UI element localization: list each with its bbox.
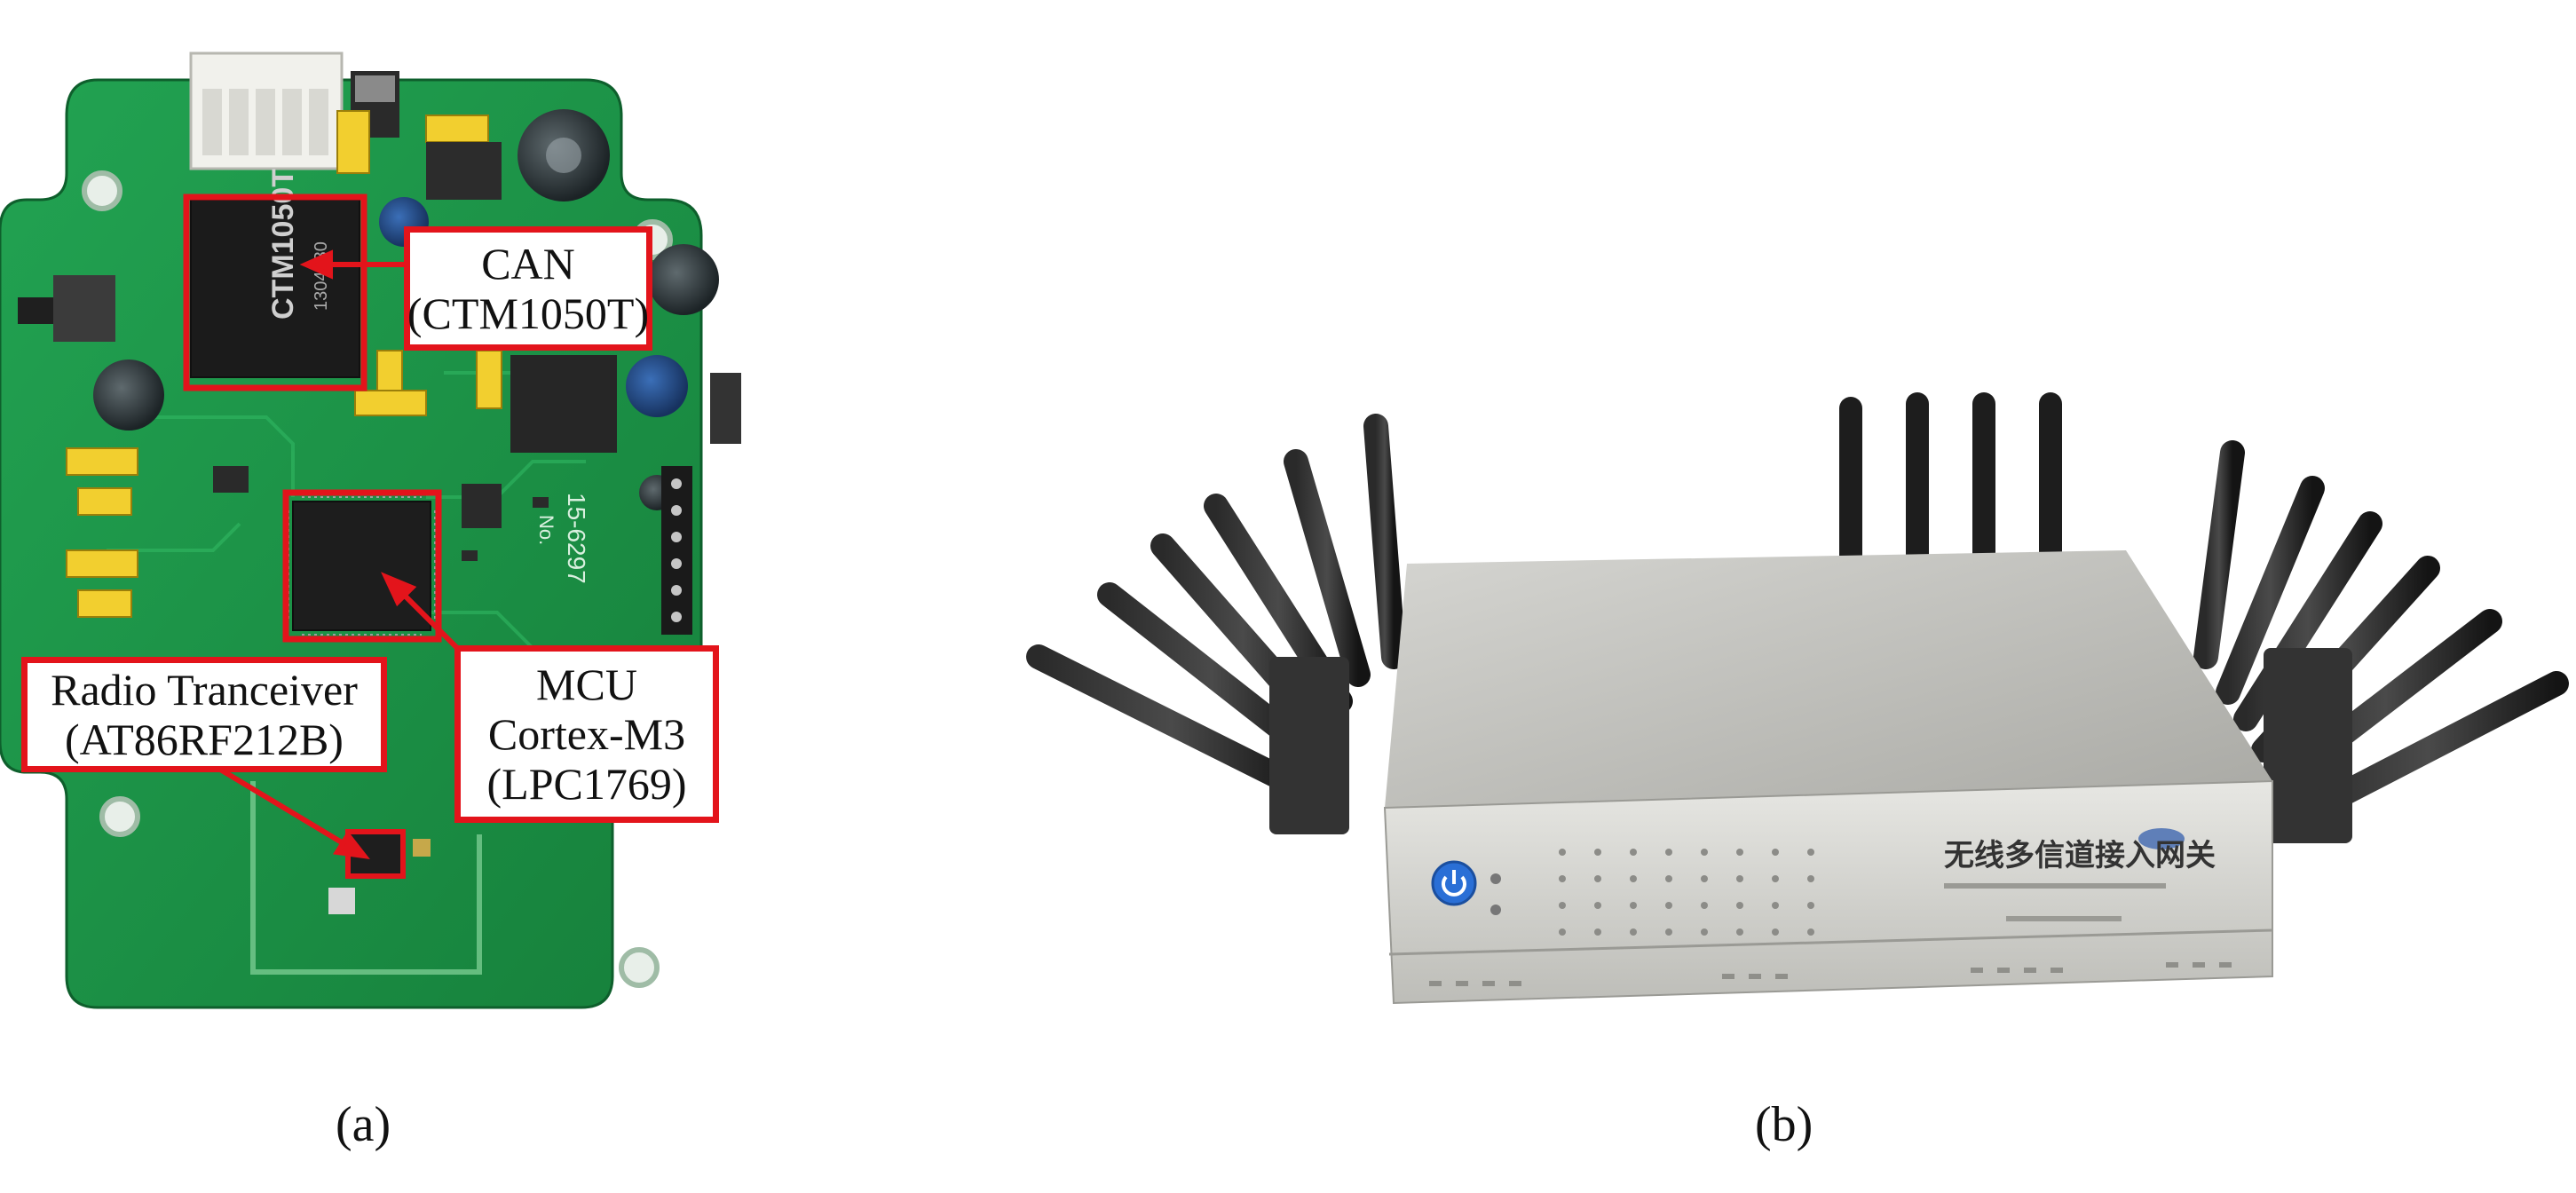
svg-text:No.: No. bbox=[535, 515, 557, 545]
can-callout-line: (CTM1050T) bbox=[407, 288, 650, 338]
can-chip bbox=[190, 199, 360, 378]
inductor bbox=[510, 355, 617, 453]
mcu-chip bbox=[292, 501, 431, 631]
pcb-photo: CTM1050T 1304030 15-6297 No. bbox=[0, 51, 741, 1009]
silkscreen-number: 15-6297 bbox=[563, 493, 590, 584]
mcu-callout-line: MCU bbox=[536, 660, 637, 709]
led-grid bbox=[1559, 849, 1814, 936]
inductor bbox=[426, 142, 502, 200]
radio-callout-line: (AT86RF212B) bbox=[65, 715, 344, 764]
caption-b: (b) bbox=[1755, 1097, 1813, 1152]
antenna-trace bbox=[250, 781, 482, 975]
capacitor bbox=[626, 355, 688, 417]
tantalum-caps bbox=[66, 110, 502, 618]
can-callout: CAN (CTM1050T) bbox=[404, 226, 652, 351]
mcu-callout-line: Cortex-M3 bbox=[487, 709, 686, 759]
capacitor bbox=[93, 359, 164, 431]
chassis-top bbox=[1385, 550, 2272, 808]
vent-slots bbox=[1429, 962, 2232, 986]
chassis-front bbox=[1383, 779, 2273, 1005]
led-indicators bbox=[1490, 873, 1501, 915]
mcu-highlight-box bbox=[282, 489, 442, 643]
can-chip-marking: CTM1050T bbox=[266, 169, 300, 320]
mount-hole bbox=[619, 947, 660, 988]
smd-parts bbox=[213, 466, 549, 914]
gateway-photo: 无线多信道接入网关 bbox=[1026, 392, 2569, 1005]
radio-callout-line: Radio Tranceiver bbox=[51, 665, 358, 715]
gateway-label: 无线多信道接入网关 bbox=[1944, 838, 2216, 873]
mount-hole bbox=[82, 170, 122, 211]
mcu-callout-line: (LPC1769) bbox=[486, 759, 687, 809]
brand-logo bbox=[2138, 828, 2185, 849]
capacitor bbox=[648, 244, 719, 315]
radio-callout: Radio Tranceiver (AT86RF212B) bbox=[21, 657, 387, 772]
antenna-connectors bbox=[1269, 648, 2352, 843]
mount-hole bbox=[99, 796, 140, 837]
push-button bbox=[53, 275, 115, 342]
caption-a: (a) bbox=[336, 1097, 391, 1152]
inductor bbox=[710, 373, 741, 444]
can-callout-line: CAN bbox=[481, 239, 575, 288]
pin-header bbox=[661, 466, 692, 635]
radio-arrow bbox=[216, 765, 352, 850]
can-highlight-box bbox=[183, 194, 367, 391]
mcu-callout: MCU Cortex-M3 (LPC1769) bbox=[454, 645, 719, 823]
